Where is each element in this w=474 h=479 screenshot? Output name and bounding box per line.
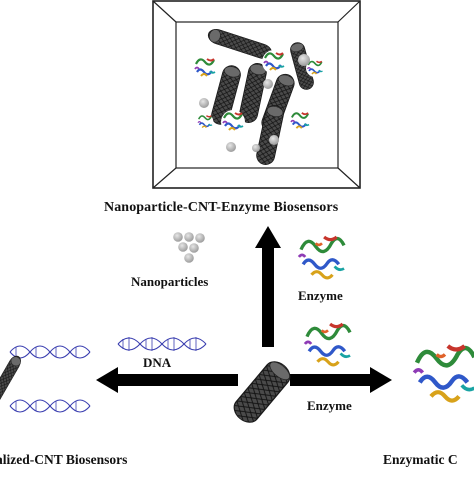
enzyme-protein-icon <box>260 48 288 76</box>
nanoparticle-icon <box>269 135 279 145</box>
nanoparticles-label: Nanoparticles <box>131 274 209 289</box>
enzyme-protein-icon <box>219 108 247 136</box>
box-contents <box>191 26 325 167</box>
nanoparticle-icon <box>199 98 209 108</box>
enzymatic-title: Enzymatic C <box>383 452 458 467</box>
enzyme-label-top: Enzyme <box>298 288 343 303</box>
nanoparticle-icon <box>252 144 260 152</box>
functionalized-cnt-title: alized-CNT Biosensors <box>0 452 128 467</box>
nanoparticle-cnt-enzyme-title: Nanoparticle-CNT-Enzyme Biosensors <box>104 200 339 215</box>
enzyme-protein-icon <box>297 235 346 280</box>
dna-helix-icon <box>9 345 91 413</box>
arrow-right-icon <box>290 367 392 393</box>
dna-label: DNA <box>143 355 172 370</box>
nanoparticle-icon <box>298 54 310 66</box>
dna-helix-icon <box>117 337 207 351</box>
nanoparticle-cluster-icon <box>173 232 205 263</box>
nanoparticle-icon <box>226 142 236 152</box>
carbon-nanotube-icon <box>0 353 24 407</box>
enzyme-protein-icon <box>414 346 474 401</box>
enzyme-protein-icon <box>191 54 219 82</box>
arrow-left-icon <box>96 367 238 393</box>
enzyme-protein-icon <box>195 112 215 132</box>
nanoparticle-icon <box>263 79 273 89</box>
arrow-up-icon <box>255 226 281 347</box>
enzyme-label-right: Enzyme <box>307 398 352 413</box>
enzyme-protein-icon <box>288 109 312 133</box>
enzyme-protein-icon <box>303 322 352 367</box>
carbon-nanotube-icon <box>228 356 296 428</box>
